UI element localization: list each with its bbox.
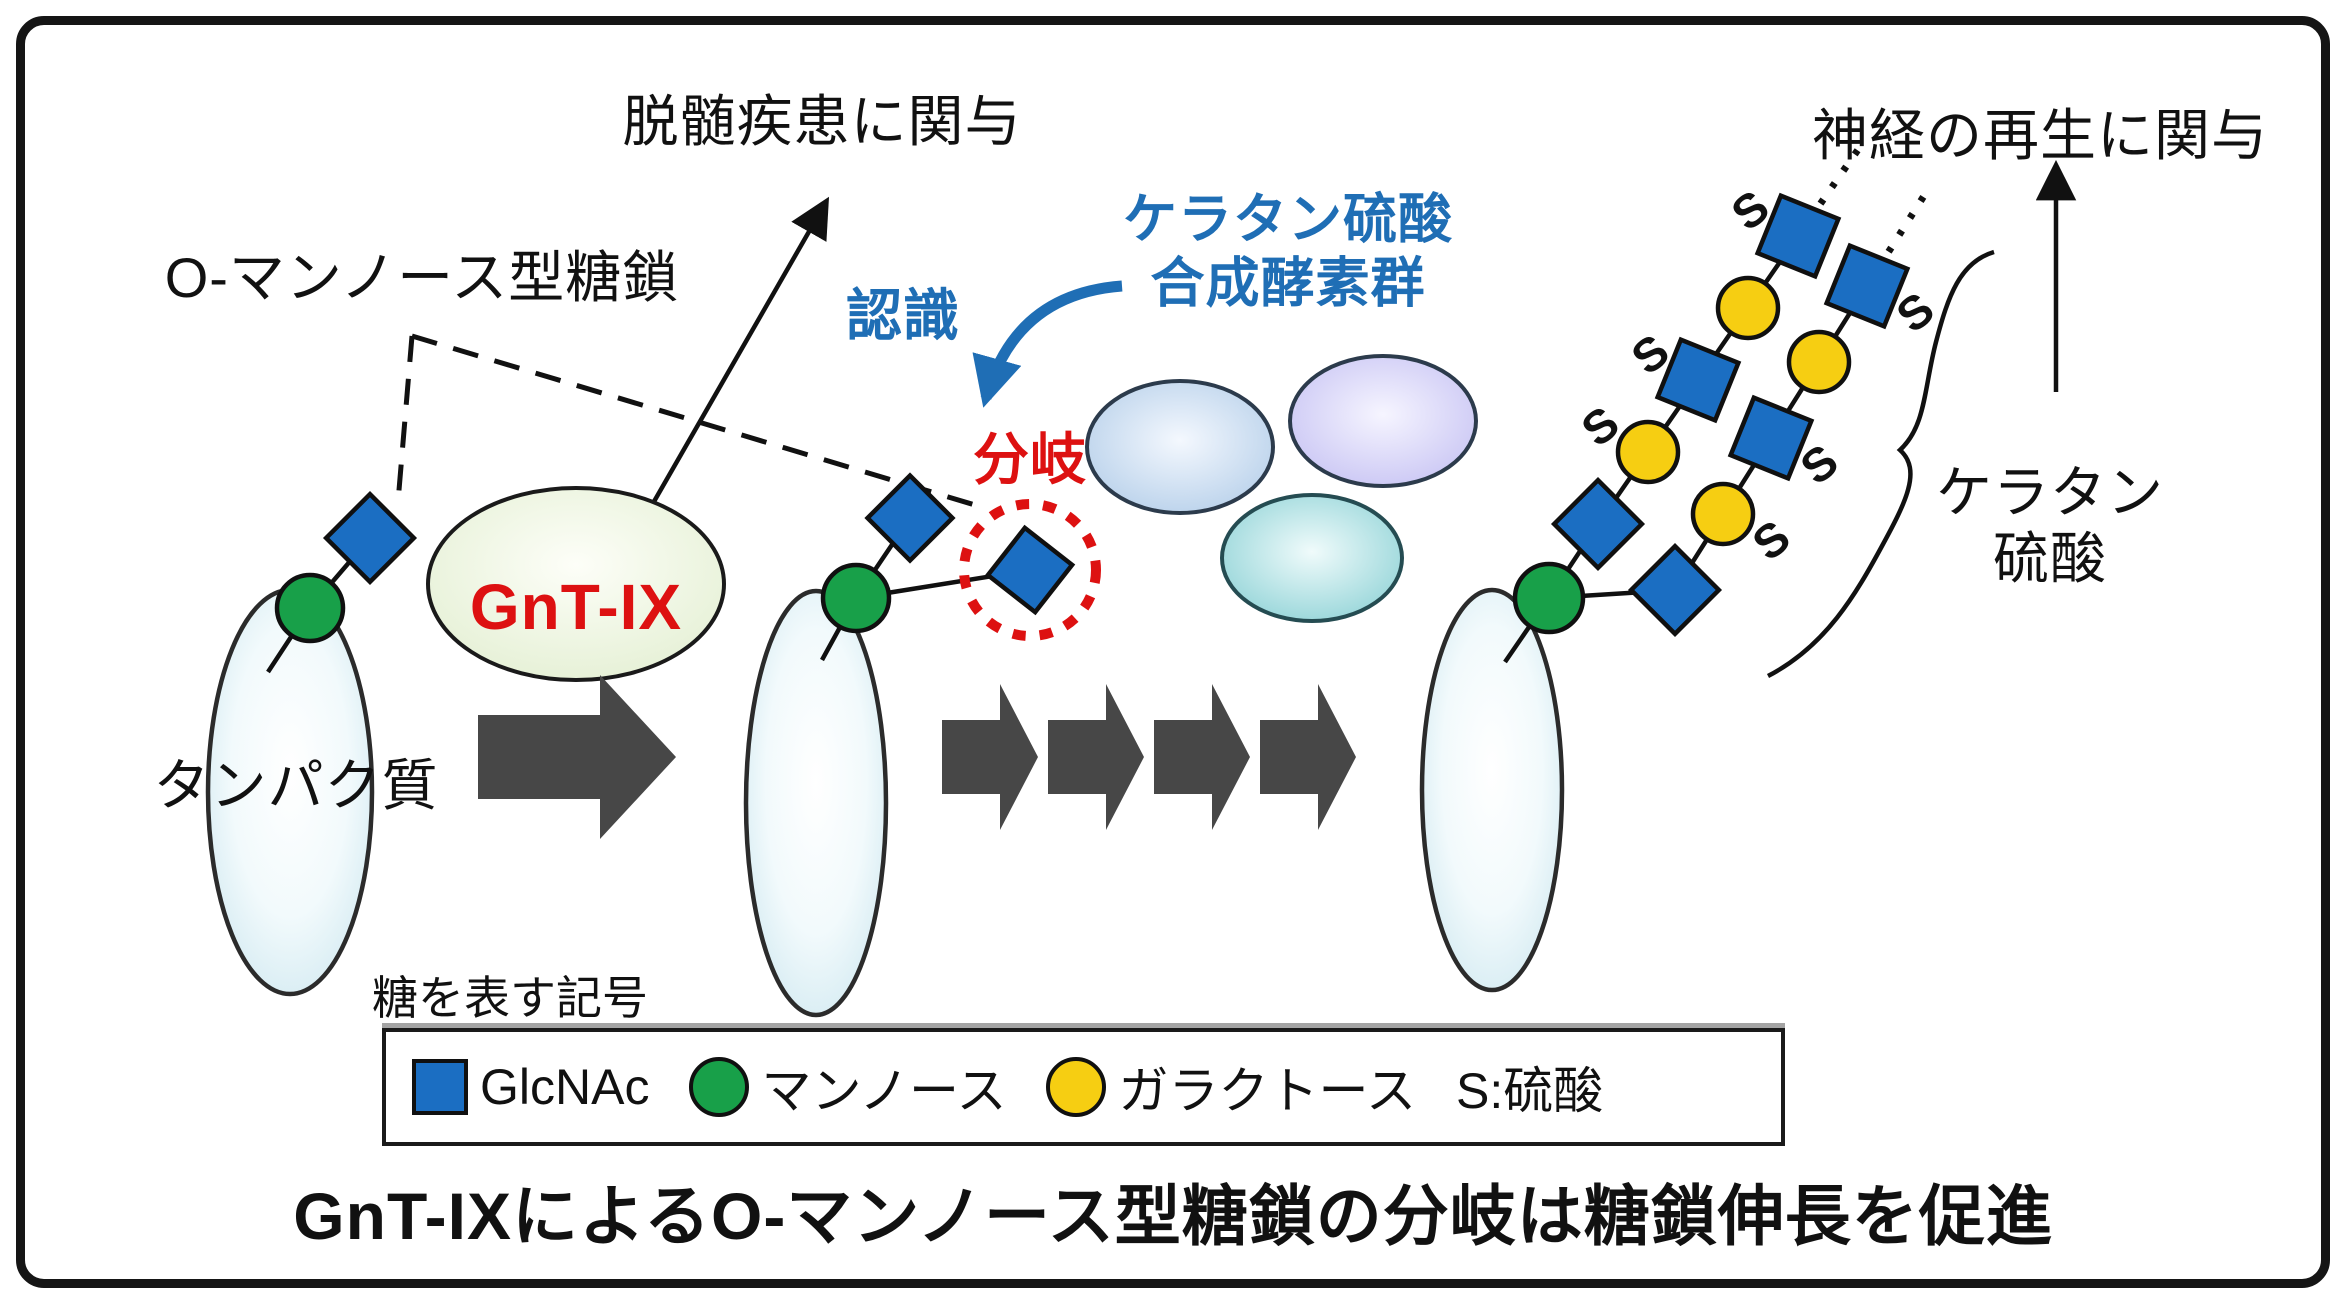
dashed-pointer-right — [411, 333, 986, 511]
demyelination-arrow — [646, 196, 830, 514]
o-mannose-glycan-label: O-マンノース型糖鎖 — [164, 245, 680, 309]
glcnac-square — [984, 524, 1076, 616]
glcnac-square — [1654, 336, 1742, 424]
glcnac-square — [1754, 192, 1842, 280]
legend-item: GlcNAc — [412, 1058, 649, 1116]
galactose-circle — [1786, 329, 1852, 395]
legend-item-label: GlcNAc — [480, 1059, 650, 1115]
branch-highlight-dotted-circle — [959, 499, 1101, 641]
legend-item: S:硫酸 — [1456, 1051, 1603, 1123]
ks-enzyme-ellipse-1 — [1085, 379, 1275, 515]
glcnac-square-icon — [412, 1059, 468, 1115]
ks-enzymes-label-line1: ケラタン硫酸 — [1123, 189, 1453, 250]
glcnac-square — [1727, 394, 1815, 482]
legend-box: GlcNAc マンノース ガラクトース S:硫酸 — [382, 1028, 1785, 1146]
glcnac-square — [1823, 242, 1911, 330]
keratan-brace — [1766, 249, 1995, 678]
glcnac-square — [1627, 542, 1723, 638]
reaction-arrow-big — [478, 675, 676, 839]
legend-item-label: マンノース — [761, 1063, 1007, 1119]
protein-right — [1419, 587, 1565, 993]
gnt-ix-label: GnT-IX — [469, 571, 683, 644]
ks-enzymes-label: ケラタン硫酸 合成酵素群 — [1123, 188, 1453, 315]
galactose-circle — [1715, 275, 1781, 341]
recognition-label: 認識 — [846, 283, 960, 347]
legend-heading: 糖を表す記号 — [372, 972, 648, 1024]
dashed-pointer-left — [395, 335, 415, 503]
step-arrow-1 — [942, 684, 1038, 830]
glcnac-square — [1754, 192, 1842, 280]
step-arrow-3 — [1154, 684, 1250, 830]
mannose-circle — [820, 562, 892, 634]
galactose-circle — [1690, 481, 1756, 547]
protein-label: タンパク質 — [153, 753, 439, 817]
glcnac-square — [1654, 336, 1742, 424]
legend-item: ガラクトース — [1046, 1051, 1416, 1123]
nerve-regeneration-label: 神経の再生に関与 — [1812, 103, 2268, 167]
ks-enzyme-ellipse-2 — [1288, 354, 1478, 488]
glcnac-square — [1550, 476, 1646, 572]
keratan-sulfate-label: ケラタン 硫酸 — [1936, 460, 2164, 592]
legend-item-label: ガラクトース — [1118, 1063, 1416, 1119]
keratan-sulfate-label-line1: ケラタン — [1936, 460, 2164, 524]
keratan-sulfate-label-line2: 硫酸 — [1993, 527, 2107, 590]
mannose-circle-icon — [689, 1057, 750, 1117]
glcnac-square — [1550, 476, 1646, 572]
galactose-circle-icon — [1046, 1057, 1107, 1117]
mannose-circle — [1512, 561, 1586, 635]
recognition-arrow — [972, 280, 1123, 408]
page-title: GnT-IXによるO-マンノース型糖鎖の分岐は糖鎖伸長を促進 — [293, 1179, 2053, 1253]
protein-middle — [743, 588, 889, 1018]
demyelinating-disease-label: 脱髄疾患に関与 — [622, 89, 1022, 153]
glcnac-square — [1823, 242, 1911, 330]
glcnac-square — [322, 490, 418, 586]
glcnac-square — [1627, 542, 1723, 638]
glcnac-square — [864, 472, 956, 564]
step-arrow-4 — [1260, 684, 1356, 830]
legend-item: マンノース — [689, 1051, 1006, 1123]
ks-enzyme-ellipse-3 — [1220, 493, 1404, 623]
legend-item-label: S:硫酸 — [1455, 1063, 1604, 1119]
outer-border — [16, 16, 2330, 1288]
gnt-ix-enzyme-ellipse — [426, 486, 726, 682]
mannose-circle — [274, 572, 346, 644]
ks-enzymes-label-line2: 合成酵素群 — [1150, 253, 1426, 313]
galactose-circle — [1615, 419, 1681, 485]
glcnac-square — [1727, 394, 1815, 482]
branching-label: 分岐 — [973, 427, 1087, 491]
step-arrow-2 — [1048, 684, 1144, 830]
